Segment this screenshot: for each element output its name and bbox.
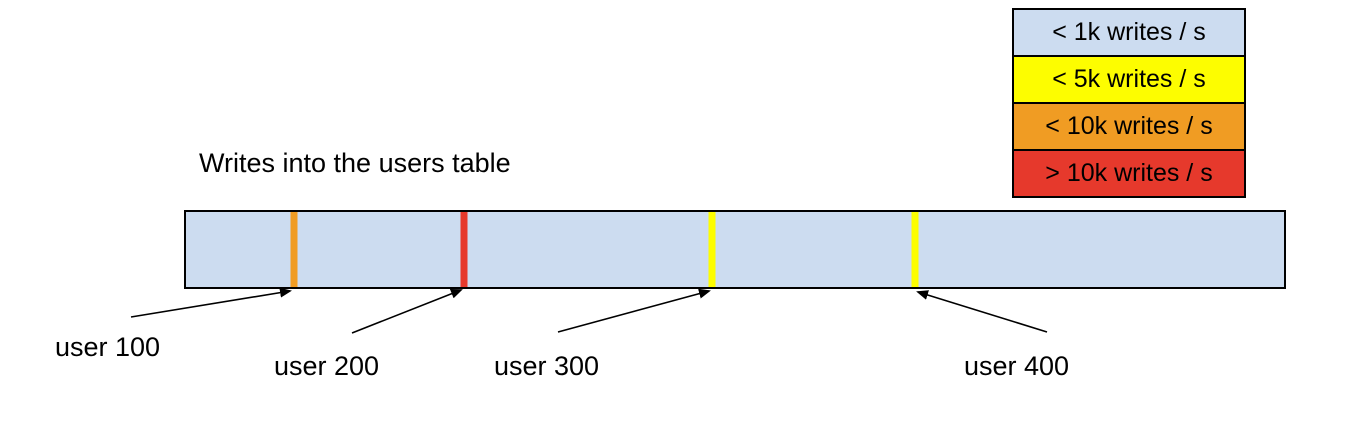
legend-item-label: > 10k writes / s bbox=[1045, 159, 1213, 187]
write-hotspot-marker-user-200 bbox=[460, 212, 468, 287]
legend-item-gt10k: > 10k writes / s bbox=[1014, 149, 1244, 196]
diagram-title: Writes into the users table bbox=[199, 148, 511, 178]
legend: < 1k writes / s < 5k writes / s < 10k wr… bbox=[1012, 8, 1246, 198]
write-hotspot-marker-user-400 bbox=[911, 212, 919, 287]
legend-item-label: < 5k writes / s bbox=[1052, 65, 1206, 93]
arrow-user-300 bbox=[557, 288, 711, 333]
legend-item-label: < 1k writes / s bbox=[1052, 18, 1206, 46]
arrow-user-200 bbox=[351, 289, 463, 334]
legend-item-label: < 10k writes / s bbox=[1045, 112, 1213, 140]
user-label-300: user 300 bbox=[494, 351, 600, 381]
write-hotspot-marker-user-100 bbox=[290, 212, 298, 287]
write-hotspot-marker-user-300 bbox=[708, 212, 716, 287]
user-label-100: user 100 bbox=[55, 332, 161, 362]
users-table-bar bbox=[184, 210, 1286, 289]
arrow-user-400 bbox=[916, 290, 1048, 333]
user-label-400: user 400 bbox=[964, 351, 1070, 381]
user-label-200: user 200 bbox=[274, 351, 380, 381]
legend-item-lt10k: < 10k writes / s bbox=[1014, 102, 1244, 149]
legend-item-lt5k: < 5k writes / s bbox=[1014, 55, 1244, 102]
legend-item-lt1k: < 1k writes / s bbox=[1014, 10, 1244, 55]
arrow-user-100 bbox=[130, 287, 292, 318]
